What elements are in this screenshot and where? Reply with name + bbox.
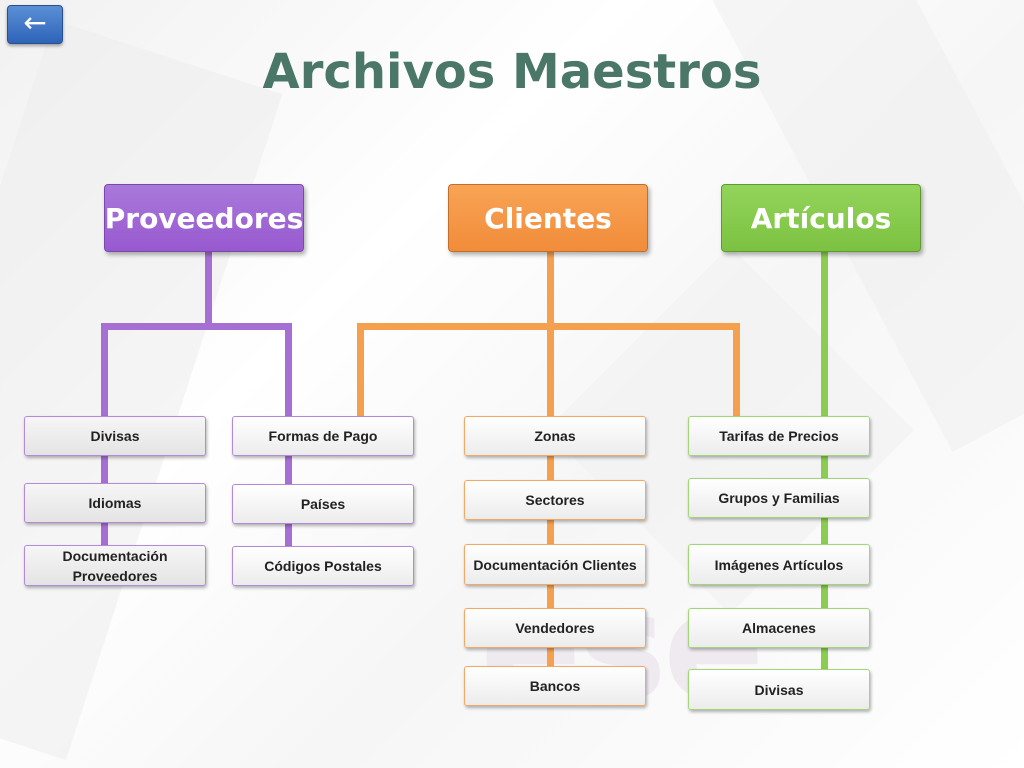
category-articulos[interactable]: Artículos xyxy=(721,184,921,252)
back-button[interactable]: ← xyxy=(7,5,63,44)
connector-line xyxy=(357,323,740,330)
category-proveedores[interactable]: Proveedores xyxy=(104,184,304,252)
item-idiomas[interactable]: Idiomas xyxy=(24,483,206,523)
connector-line xyxy=(101,323,290,330)
connector-line xyxy=(547,250,554,690)
item-zonas[interactable]: Zonas xyxy=(464,416,646,456)
connector-line xyxy=(205,250,212,328)
item-grupos-y-familias[interactable]: Grupos y Familias xyxy=(688,478,870,518)
page-title: Archivos Maestros xyxy=(262,44,762,100)
item-formas-de-pago[interactable]: Formas de Pago xyxy=(232,416,414,456)
item-divisas-proveedores[interactable]: Divisas xyxy=(24,416,206,456)
item-sectores[interactable]: Sectores xyxy=(464,480,646,520)
item-vendedores[interactable]: Vendedores xyxy=(464,608,646,648)
item-bancos[interactable]: Bancos xyxy=(464,666,646,706)
item-tarifas-de-precios[interactable]: Tarifas de Precios xyxy=(688,416,870,456)
item-almacenes[interactable]: Almacenes xyxy=(688,608,870,648)
item-imagenes-articulos[interactable]: Imágenes Artículos xyxy=(688,544,870,585)
item-documentacion-clientes[interactable]: Documentación Clientes xyxy=(464,544,646,585)
category-clientes[interactable]: Clientes xyxy=(448,184,648,252)
item-paises[interactable]: Países xyxy=(232,484,414,524)
item-documentacion-proveedores[interactable]: Documentación Proveedores xyxy=(24,545,206,586)
connector-line xyxy=(821,250,828,690)
connector-line xyxy=(357,323,364,423)
connector-line xyxy=(733,323,740,423)
item-codigos-postales[interactable]: Códigos Postales xyxy=(232,546,414,586)
item-divisas-articulos[interactable]: Divisas xyxy=(688,669,870,710)
back-arrow-icon: ← xyxy=(23,6,47,39)
